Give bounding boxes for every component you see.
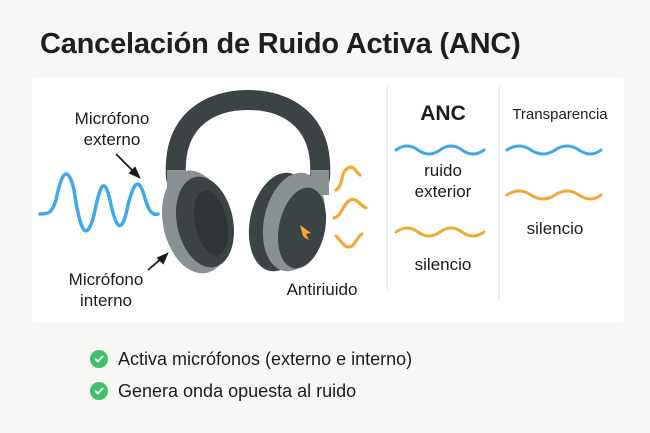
mic-external-line2: externo	[83, 130, 141, 149]
page-title: Cancelación de Ruido Activa (ANC)	[40, 28, 521, 60]
feature-list: Activa micrófonos (externo e interno) Ge…	[90, 343, 412, 407]
anc-noise-wave	[394, 144, 486, 156]
arrow-icon	[115, 153, 169, 271]
list-item: Genera onda opuesta al ruido	[90, 375, 412, 407]
check-circle-icon	[90, 350, 108, 368]
mic-internal-line2: interno	[80, 291, 132, 310]
mic-internal-line1: Micrófono	[68, 270, 144, 289]
mode-title-anc: ANC	[420, 102, 466, 125]
mic-external-label: Micrófono externo	[52, 108, 172, 150]
mode-title-transparency: Transparencia	[512, 106, 608, 123]
transparency-antinoise-wave	[505, 189, 603, 201]
cursor-arrow-icon	[300, 225, 311, 240]
anc-noise-label-line1: ruido	[424, 161, 462, 180]
bullet-text: Genera onda opuesta al ruido	[118, 380, 357, 401]
transparency-result-label: silencio	[526, 219, 584, 238]
anc-result-label: silencio	[414, 255, 472, 274]
anc-antinoise-wave	[394, 226, 486, 238]
antinoise-label: Antiriuido	[286, 280, 358, 299]
bullet-text: Activa micrófonos (externo e interno)	[118, 348, 413, 369]
anc-noise-label-line2: exterior	[414, 182, 472, 201]
check-circle-icon	[90, 382, 108, 400]
anc-noise-label: ruido exterior	[390, 160, 496, 202]
transparency-noise-wave	[505, 144, 603, 156]
blue-sound-wave	[38, 172, 160, 233]
headphones-icon	[161, 89, 331, 274]
mic-external-line1: Micrófono	[74, 109, 150, 128]
mic-internal-label: Micrófono interno	[46, 269, 166, 311]
orange-sound-wave	[332, 165, 368, 249]
list-item: Activa micrófonos (externo e interno)	[90, 343, 412, 375]
